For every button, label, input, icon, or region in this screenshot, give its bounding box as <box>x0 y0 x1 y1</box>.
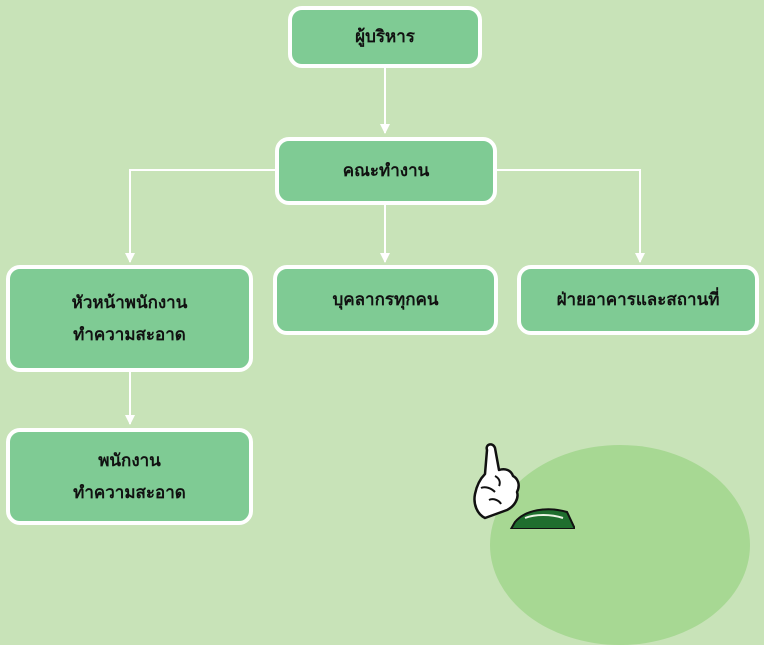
node-executive: ผู้บริหาร <box>288 6 482 68</box>
node-all-personnel-label: บุคลากรทุกคน <box>332 290 439 310</box>
connector-lines <box>125 65 645 425</box>
node-cleaning-head-line2: ทำความสะอาด <box>73 324 186 345</box>
node-cleaning-staff-line2: ทำความสะอาด <box>73 482 186 503</box>
mascot-pointing-hand-icon <box>473 443 575 529</box>
node-cleaning-head: หัวหน้าพนักงาน ทำความสะอาด <box>6 265 253 372</box>
node-cleaning-staff-line1: พนักงาน <box>98 450 161 471</box>
node-cleaning-staff: พนักงาน ทำความสะอาด <box>6 428 253 525</box>
node-executive-label: ผู้บริหาร <box>355 27 415 47</box>
node-building-dept-label: ฝ่ายอาคารและสถานที่ <box>556 290 720 310</box>
connector-working-group-to-building-dept <box>495 169 645 263</box>
node-cleaning-head-line1: หัวหน้าพนักงาน <box>71 292 188 313</box>
node-working-group-label: คณะทำงาน <box>342 161 430 181</box>
node-building-dept: ฝ่ายอาคารและสถานที่ <box>517 265 759 335</box>
connector-working-group-to-cleaning-head <box>125 169 278 263</box>
node-working-group: คณะทำงาน <box>275 137 497 205</box>
node-all-personnel: บุคลากรทุกคน <box>273 265 498 335</box>
